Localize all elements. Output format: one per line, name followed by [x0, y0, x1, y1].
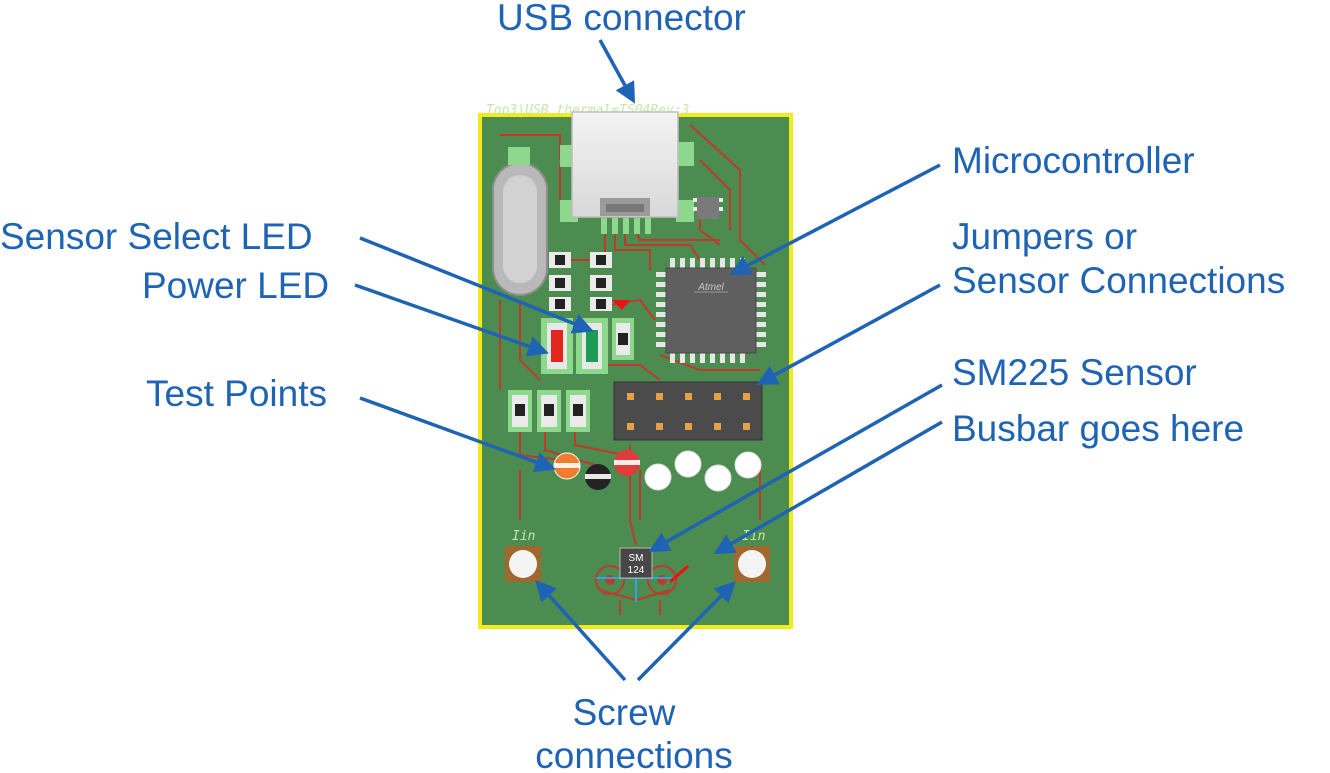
- arrow-test-points: [359, 396, 556, 473]
- test-points: [553, 450, 762, 492]
- chip-pin: [690, 258, 695, 268]
- pcb-board: Top3|USB_thermal=TS04Rev:3: [478, 103, 793, 629]
- chip-pin: [756, 342, 766, 347]
- chip-pin: [756, 302, 766, 307]
- header-pin: [627, 393, 634, 400]
- chip-pin: [700, 258, 705, 268]
- chip-pin: [720, 258, 725, 268]
- chip-pin: [710, 353, 715, 363]
- label-jumpers-line2: Sensor Connections: [952, 260, 1285, 301]
- arrow-sensor-led: [359, 236, 594, 334]
- usb-pins: [601, 218, 651, 234]
- screw-left-mark: Iin: [512, 529, 535, 544]
- chip-pin: [670, 353, 675, 363]
- arrow-micro: [729, 163, 941, 275]
- arrow-usb: [598, 39, 636, 104]
- arrow-screw-right: [636, 581, 736, 682]
- small-ic: [693, 197, 723, 219]
- screw-pad-right: Iin: [734, 529, 770, 582]
- chip-pin: [720, 353, 725, 363]
- screw-pad-left: Iin: [505, 529, 541, 582]
- callout-labels: USB connector Microcontroller Sensor Sel…: [0, 0, 1285, 773]
- chip-pin: [700, 353, 705, 363]
- chip-pin: [756, 312, 766, 317]
- chip-pin: [680, 258, 685, 268]
- label-microcontroller: Microcontroller: [952, 140, 1195, 181]
- header-pin: [714, 393, 721, 400]
- label-test-points: Test Points: [146, 373, 327, 414]
- header-pin: [685, 423, 692, 430]
- label-screw-line1: Screw: [573, 692, 676, 733]
- chip-pin: [730, 258, 735, 268]
- chip-pin: [656, 332, 666, 337]
- chip-pin: [710, 258, 715, 268]
- arrow-jumpers: [756, 283, 941, 386]
- smd-resistors: [549, 252, 630, 311]
- label-screw-line2: connections: [535, 735, 732, 773]
- sensor-marking-top: SM: [629, 553, 644, 564]
- callout-arrows: [354, 39, 943, 682]
- arrow-busbar: [713, 420, 943, 555]
- header-pin: [656, 393, 663, 400]
- header-pin: [627, 423, 634, 430]
- usb-connector: [571, 111, 679, 218]
- chip-pin: [656, 282, 666, 287]
- header-pin: [714, 423, 721, 430]
- chip-pin: [656, 312, 666, 317]
- chip-pin: [756, 272, 766, 277]
- chip-pin: [656, 342, 666, 347]
- label-power-led: Power LED: [142, 265, 329, 306]
- chip-pin: [730, 353, 735, 363]
- chip-pin: [756, 282, 766, 287]
- chip-pin: [670, 258, 675, 268]
- microcontroller-chip: Atmel: [656, 258, 766, 363]
- chip-pin: [656, 292, 666, 297]
- header-pin: [743, 393, 750, 400]
- jumper-header: [613, 381, 763, 441]
- chip-pin: [656, 272, 666, 277]
- header-pin: [685, 393, 692, 400]
- chip-pin: [656, 302, 666, 307]
- header-pin: [656, 423, 663, 430]
- chip-pin: [656, 322, 666, 327]
- sensor-marking-bottom: 124: [628, 565, 645, 576]
- arrow-power-led: [354, 283, 549, 357]
- power-led: [541, 318, 573, 374]
- chip-marking: Atmel: [697, 282, 724, 293]
- chip-pin: [756, 322, 766, 327]
- label-sensor-select-led: Sensor Select LED: [0, 216, 313, 257]
- header-pin: [743, 423, 750, 430]
- crystal-oscillator: [492, 162, 548, 296]
- sm-sensor: SM 124: [595, 547, 689, 602]
- chip-pin: [690, 353, 695, 363]
- test-point-resistors: [508, 390, 590, 432]
- label-jumpers-line1: Jumpers or: [952, 216, 1137, 257]
- label-usb-connector: USB connector: [497, 0, 746, 38]
- chip-pin: [740, 353, 745, 363]
- chip-pin: [756, 332, 766, 337]
- smd-capacitor: [612, 318, 634, 360]
- label-sm225-sensor: SM225 Sensor: [952, 352, 1197, 393]
- chip-pin: [680, 353, 685, 363]
- arrow-sm225: [648, 383, 943, 553]
- arrow-screw-left: [535, 579, 627, 682]
- label-busbar: Busbar goes here: [952, 408, 1244, 449]
- chip-pin: [756, 292, 766, 297]
